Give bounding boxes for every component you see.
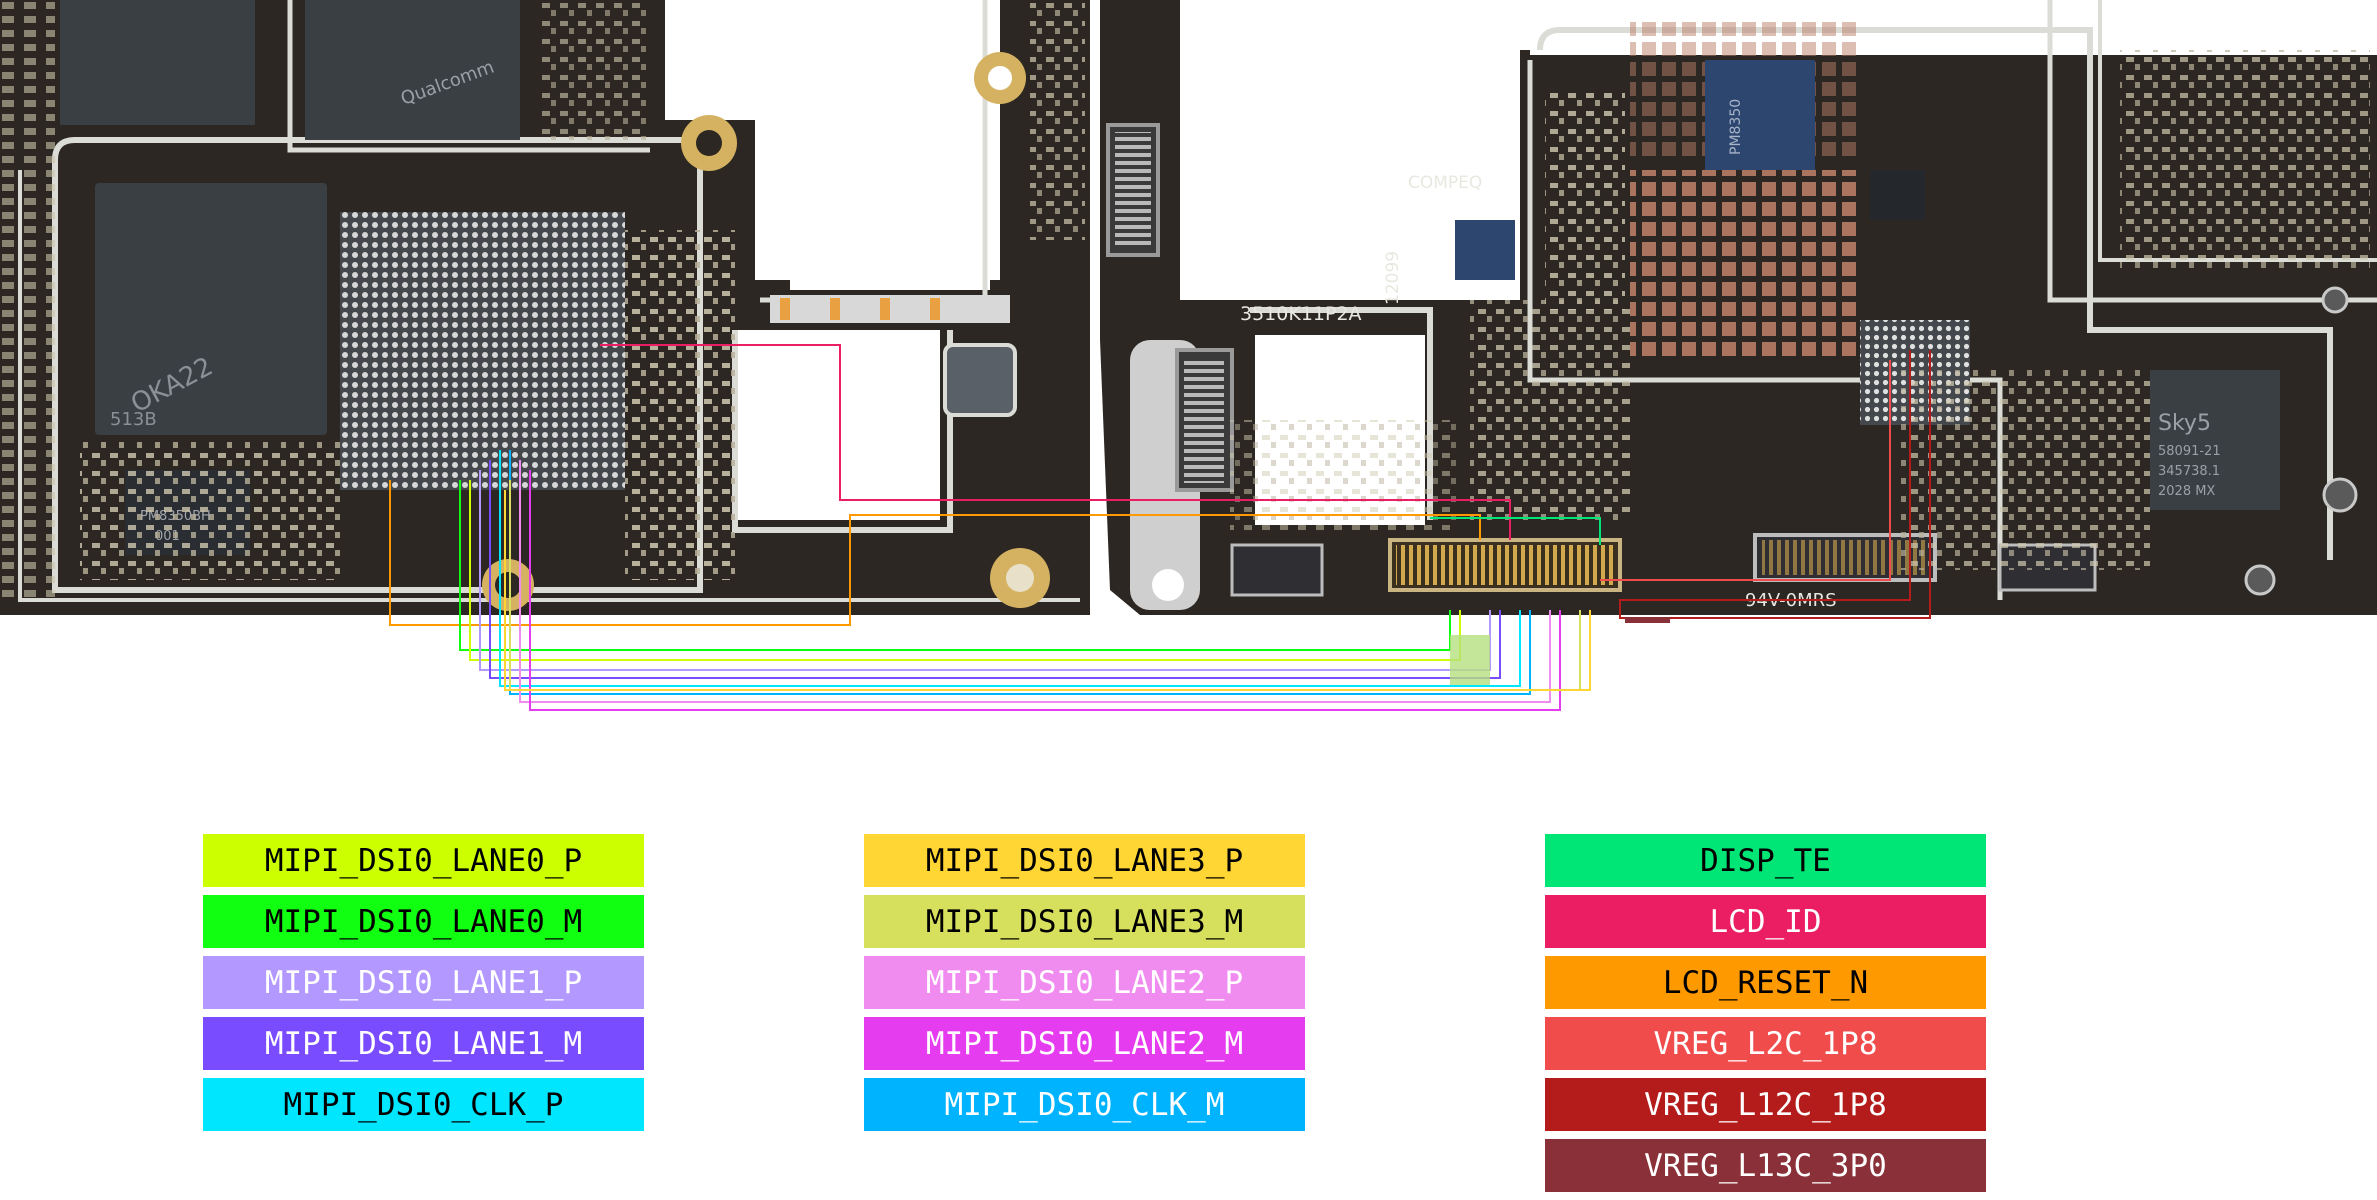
svg-text:513B: 513B <box>110 409 157 430</box>
legend-item: MIPI_DSI0_LANE0_M <box>203 895 644 948</box>
legend-column-3: DISP_TE LCD_ID LCD_RESET_N VREG_L2C_1P8 … <box>1545 834 1986 1200</box>
legend-column-2: MIPI_DSI0_LANE3_P MIPI_DSI0_LANE3_M MIPI… <box>864 834 1305 1139</box>
qualcomm-chip <box>60 0 255 125</box>
legend-item: VREG_L2C_1P8 <box>1545 1017 1986 1070</box>
left-board: OKA22 513B Qualcomm PM8350BH 001 <box>0 0 1090 615</box>
svg-text:2028 MX: 2028 MX <box>2158 484 2215 499</box>
silkscreen-compeq: COMPEQ <box>1408 173 1482 193</box>
signal-traces <box>389 344 1931 711</box>
memory-chip <box>95 183 327 435</box>
right-board: PM8350 Sky5 58091-21 345738.1 2028 MX CO… <box>1100 0 2377 615</box>
silkscreen-board-id: 3510K11P2A <box>1240 303 1362 325</box>
legend-item: MIPI_DSI0_LANE3_M <box>864 895 1305 948</box>
svg-text:PM8350: PM8350 <box>1728 99 1744 155</box>
legend-item: MIPI_DSI0_LANE1_P <box>203 956 644 1009</box>
svg-text:345738.1: 345738.1 <box>2158 464 2220 479</box>
svg-text:58091-21: 58091-21 <box>2158 444 2221 459</box>
legend-item: DISP_TE <box>1545 834 1986 887</box>
svg-text:Sky5: Sky5 <box>2158 411 2211 436</box>
legend-item: MIPI_DSI0_LANE1_M <box>203 1017 644 1070</box>
legend-item: MIPI_DSI0_LANE2_M <box>864 1017 1305 1070</box>
legend-item: VREG_L12C_1P8 <box>1545 1078 1986 1131</box>
legend-item: MIPI_DSI0_CLK_P <box>203 1078 644 1131</box>
legend-item: MIPI_DSI0_LANE3_P <box>864 834 1305 887</box>
legend-item: MIPI_DSI0_CLK_M <box>864 1078 1305 1131</box>
legend-item: LCD_ID <box>1545 895 1986 948</box>
legend-item: MIPI_DSI0_LANE2_P <box>864 956 1305 1009</box>
legend-item: MIPI_DSI0_LANE0_P <box>203 834 644 887</box>
svg-text:12099: 12099 <box>1383 251 1403 305</box>
sky-chip <box>2150 370 2280 510</box>
legend-column-1: MIPI_DSI0_LANE0_P MIPI_DSI0_LANE0_M MIPI… <box>203 834 644 1139</box>
wcn-chip <box>305 0 520 140</box>
pmic-chip-right <box>1705 60 1815 170</box>
legend-item: VREG_L13C_3P0 <box>1545 1139 1986 1192</box>
legend-item: LCD_RESET_N <box>1545 956 1986 1009</box>
